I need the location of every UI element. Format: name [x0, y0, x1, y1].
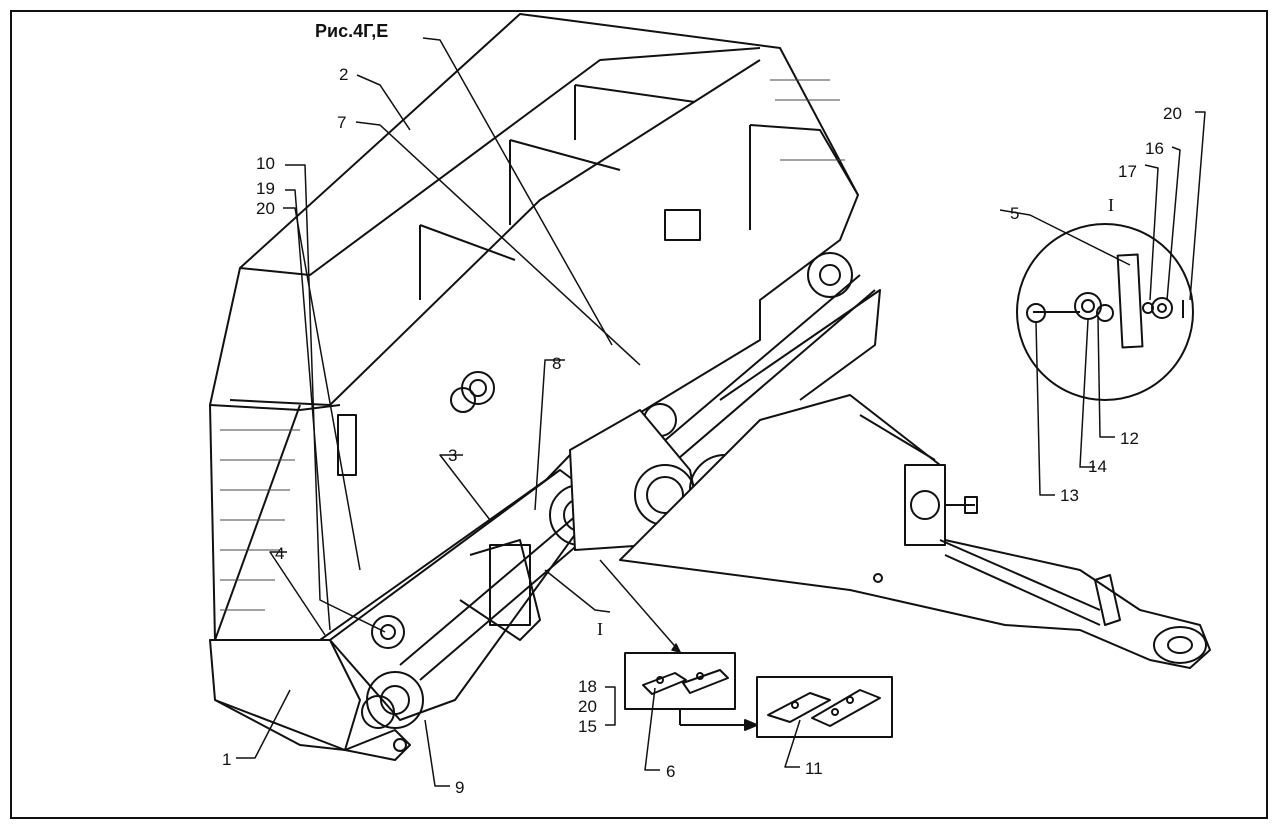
callout-20-detail: 20 — [1163, 104, 1182, 123]
callout-12: 12 — [1120, 429, 1139, 448]
callout-8: 8 — [552, 354, 562, 373]
callout-3: 3 — [448, 446, 458, 465]
figure-frame — [10, 10, 1268, 819]
callout-7: 7 — [337, 113, 347, 132]
callout-14: 14 — [1088, 457, 1107, 476]
callout-5: 5 — [1010, 204, 1020, 223]
callout-4: 4 — [275, 544, 285, 563]
callout-1: 1 — [222, 750, 232, 769]
hopper-body — [209, 13, 859, 641]
detail-mark-i: I — [1108, 195, 1114, 215]
bottom-frame — [209, 469, 601, 761]
callout-10: 10 — [256, 154, 275, 173]
callout-20-bottom: 20 — [578, 697, 597, 716]
callout-9: 9 — [455, 778, 465, 797]
callout-17: 17 — [1118, 162, 1137, 181]
callout-16: 16 — [1145, 139, 1164, 158]
drawbar-hitch — [619, 289, 1211, 669]
plate-boxes — [624, 652, 893, 738]
callout-2: 2 — [339, 65, 349, 84]
callout-6: 6 — [666, 762, 676, 781]
callout-18: 18 — [578, 677, 597, 696]
callout-20-left: 20 — [256, 199, 275, 218]
callout-11: 11 — [805, 759, 823, 778]
detail-view — [1016, 223, 1194, 401]
leader-lines — [236, 37, 1206, 787]
callout-19: 19 — [256, 179, 275, 198]
callout-13: 13 — [1060, 486, 1079, 505]
callout-15: 15 — [578, 717, 597, 736]
detail-mark-i-body: I — [597, 619, 603, 639]
figure-title: Рис.4Г,Е — [315, 21, 389, 41]
